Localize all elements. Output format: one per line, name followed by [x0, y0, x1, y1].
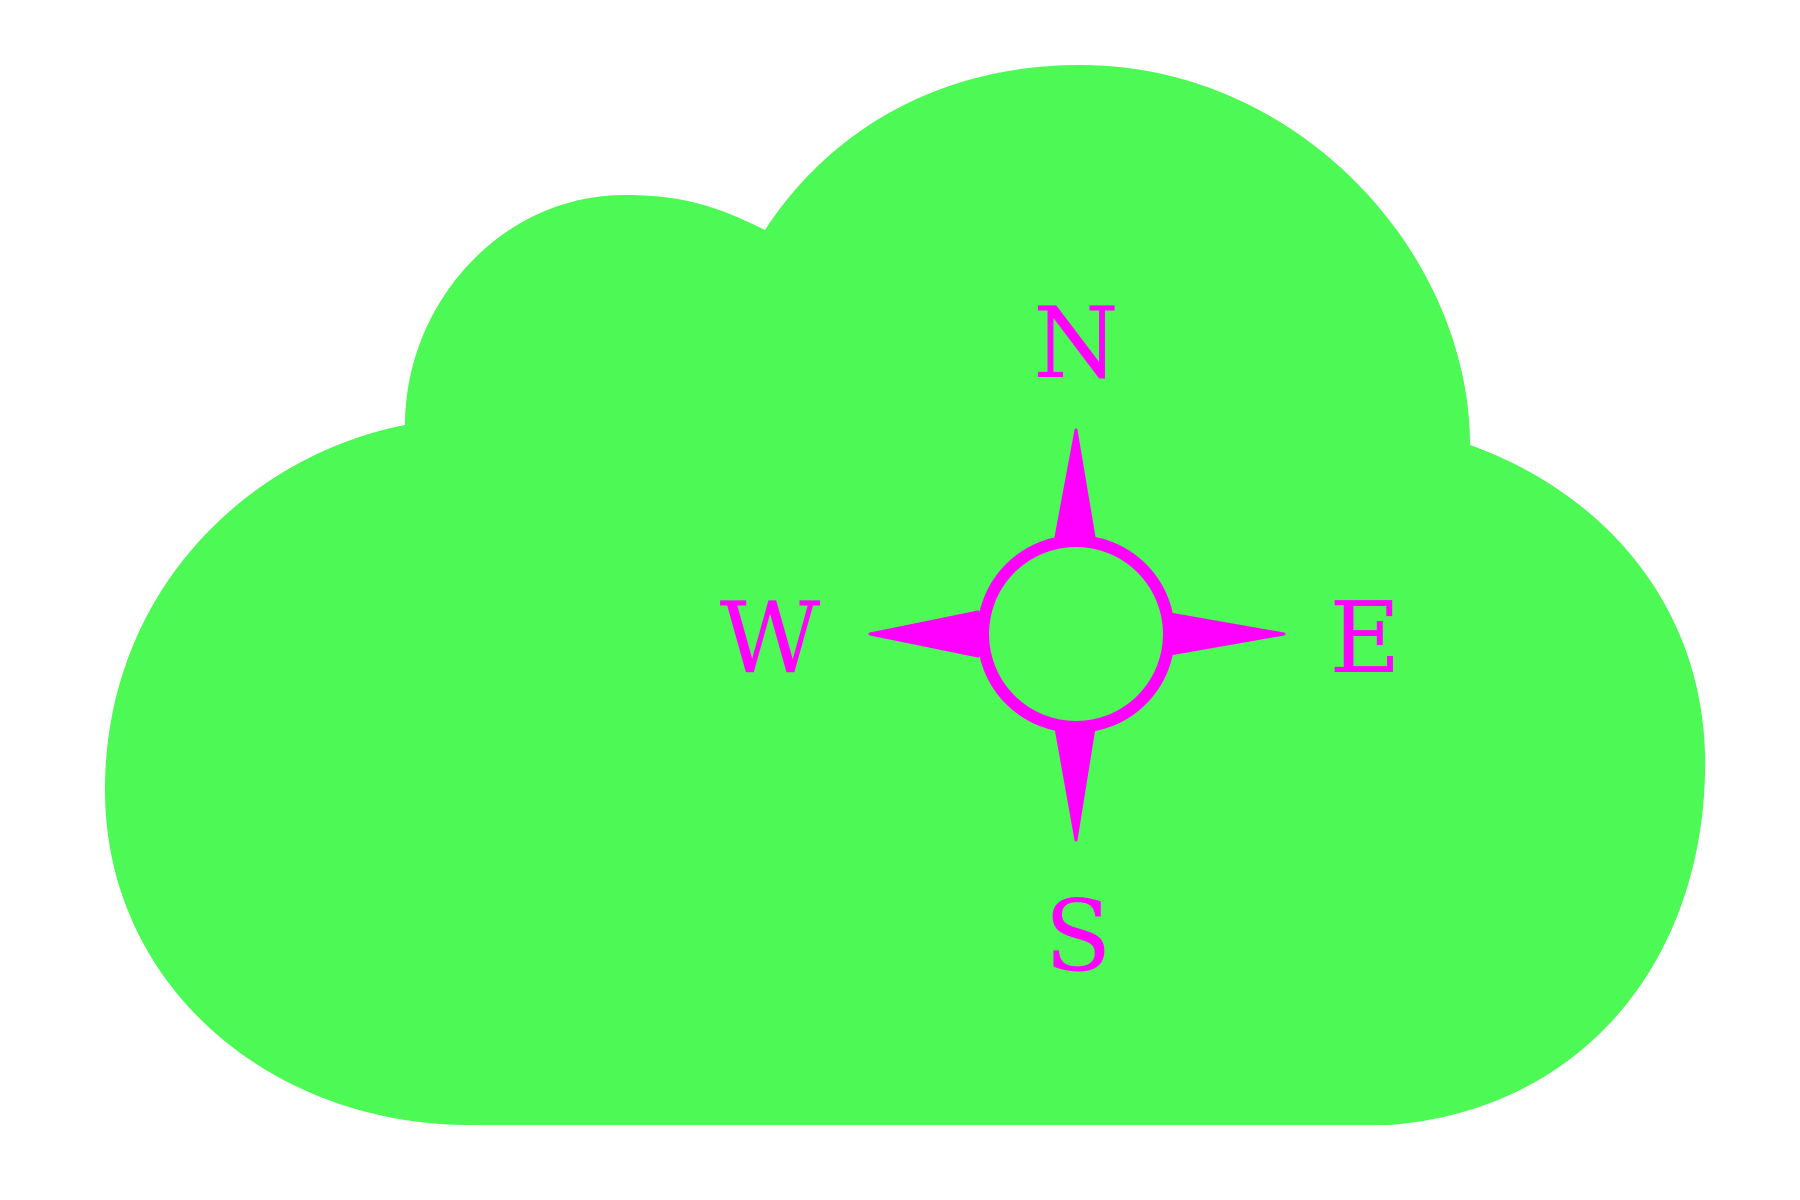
compass-label-north: N [1033, 287, 1119, 401]
compass-ring [977, 535, 1175, 733]
cloud-shape [105, 65, 1706, 1125]
compass-label-west: W [720, 582, 821, 696]
compass-label-south: S [1044, 880, 1111, 994]
compass-rose-icon: N S W E [720, 287, 1401, 994]
cloud-icon [105, 65, 1706, 1125]
compass-label-east: E [1329, 582, 1401, 696]
